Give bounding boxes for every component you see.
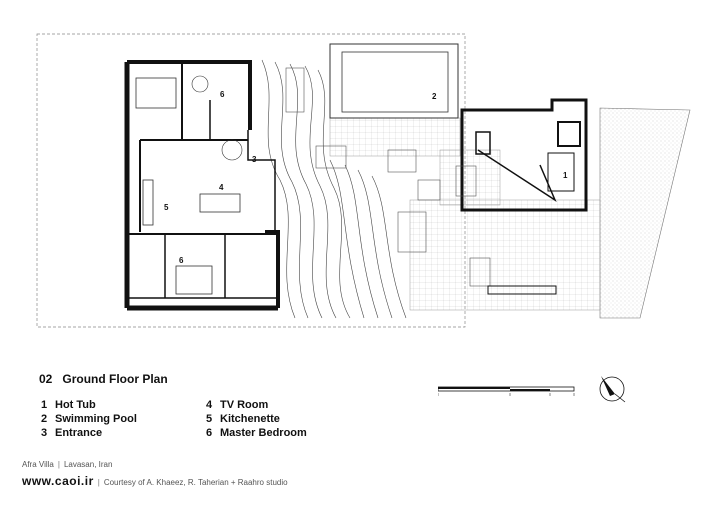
hot-tub-room [557, 121, 581, 147]
plan-title: 02 Ground Floor Plan [39, 372, 168, 386]
bed-lower [175, 265, 213, 295]
room-label-master-bedroom-lower: 6 [179, 256, 184, 265]
plan-number: 02 [39, 372, 53, 386]
room-label-tv-room: 4 [219, 183, 224, 192]
room-label-master-bedroom-upper: 6 [220, 90, 225, 99]
room-label-entrance: 3 [252, 155, 257, 164]
site-boundary [36, 33, 466, 328]
room-label-kitchenette: 5 [164, 203, 169, 212]
hot-tub-building [460, 98, 588, 212]
tv-room-sofa [199, 193, 241, 213]
source-credit: www.caoi.ir|Courtesy of A. Khaeez, R. Ta… [22, 474, 288, 488]
swimming-pool-outer [329, 43, 459, 119]
kitchen-counter [142, 179, 154, 226]
garden-area [599, 107, 691, 319]
lower-terrace [409, 199, 601, 311]
pool-terrace [329, 117, 461, 157]
project-name: Afra Villa [22, 460, 54, 469]
door-swing [221, 139, 243, 161]
terrain-contours [261, 59, 407, 319]
main-house-walls [124, 60, 280, 311]
courtesy-text: Courtesy of A. Khaeez, R. Taherian + Raa… [103, 478, 288, 487]
scale-bar-icon [438, 386, 575, 396]
round-table [191, 75, 209, 93]
swimming-pool-water [341, 51, 449, 113]
hot-tub-wc [475, 131, 491, 155]
project-credit: Afra Villa|Lavasan, Iran [22, 460, 113, 469]
project-location: Lavasan, Iran [63, 460, 113, 469]
bed-upper [135, 77, 177, 109]
hot-tub [547, 152, 575, 192]
room-label-swimming-pool: 2 [432, 92, 437, 101]
north-arrow-icon [599, 376, 626, 403]
room-label-hot-tub: 1 [563, 171, 568, 180]
basement-wall-strip [487, 285, 557, 295]
hot-tub-diagonal [477, 149, 557, 202]
source-website: www.caoi.ir [22, 474, 94, 488]
plan-title-text: Ground Floor Plan [62, 372, 168, 386]
garden-stairs [285, 67, 491, 287]
ground-floor-plan-drawing: 1 2 3 4 5 6 6 [36, 33, 691, 328]
